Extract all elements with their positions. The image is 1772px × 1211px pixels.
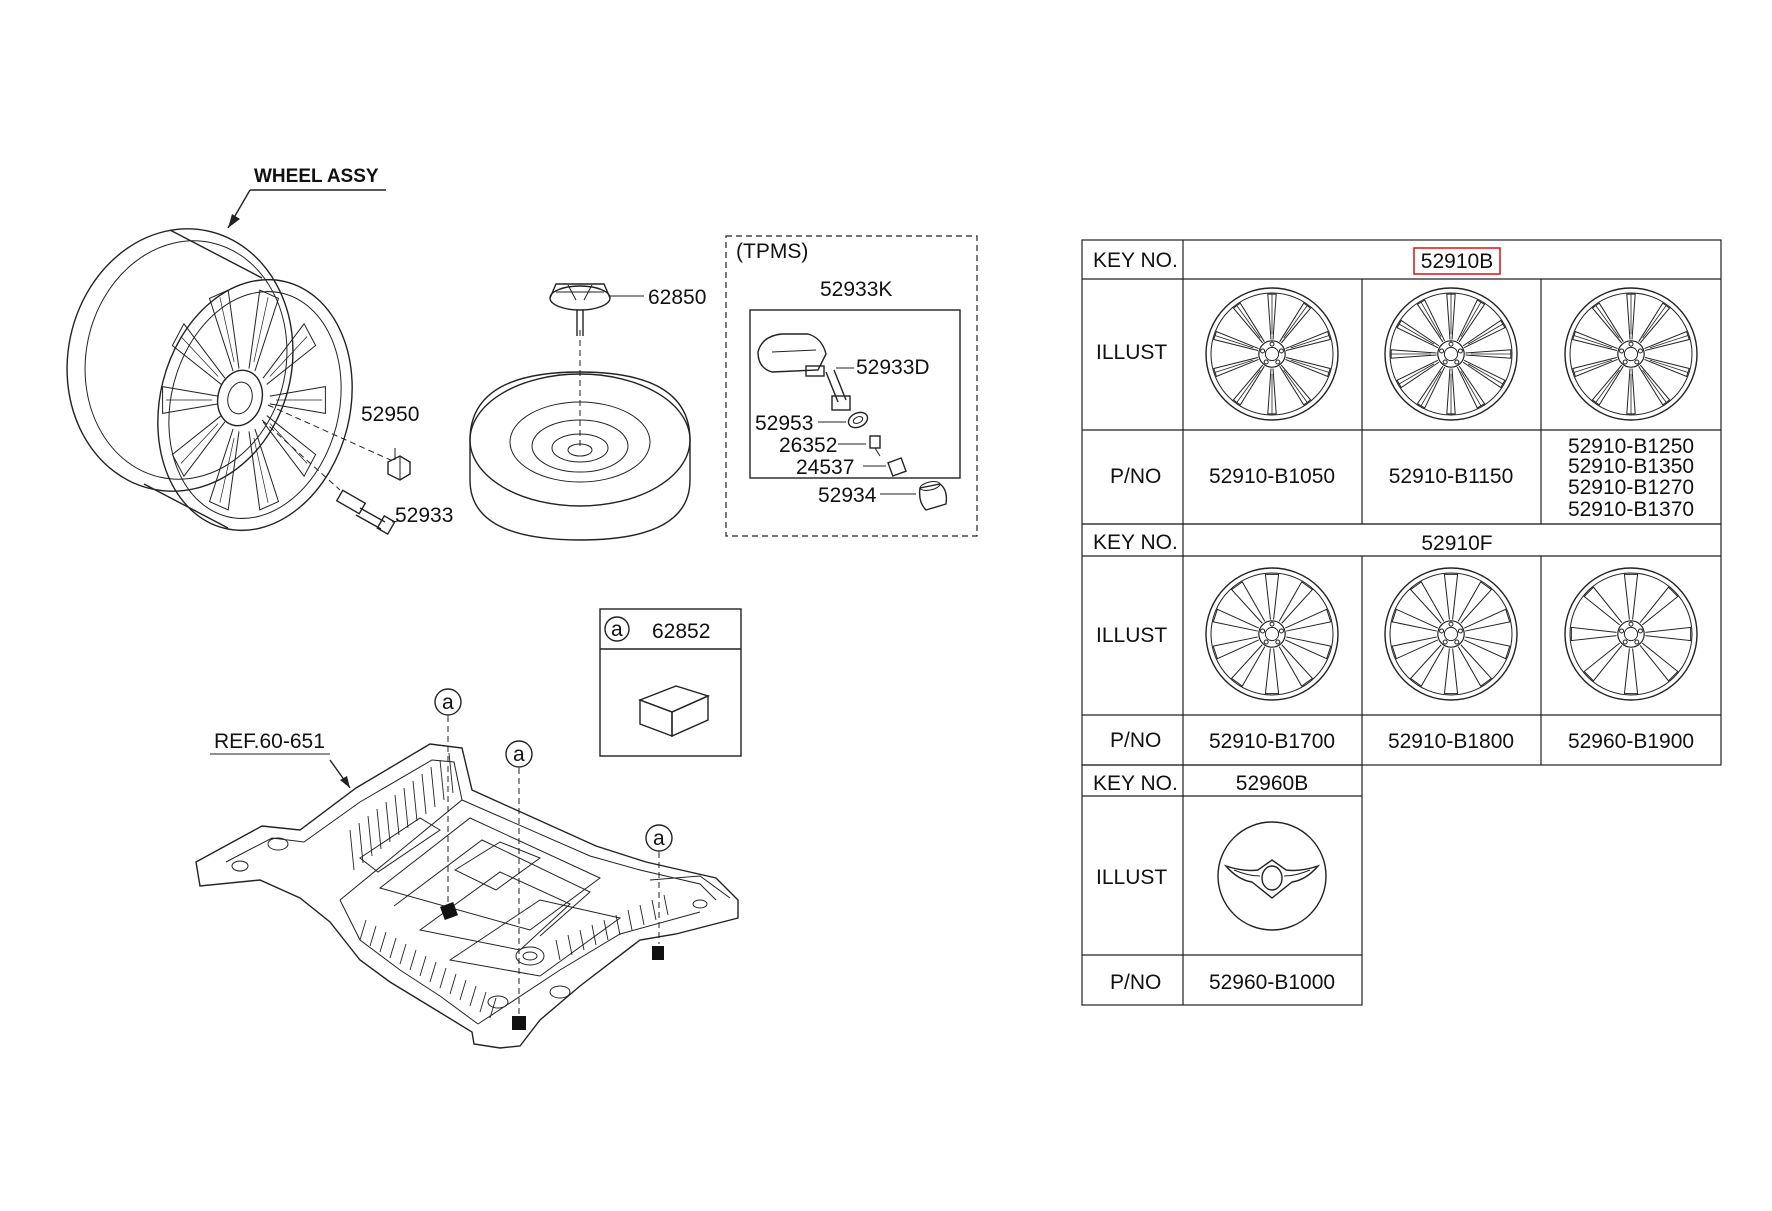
key-no-header-b: KEY NO. <box>1093 249 1178 272</box>
wheel-illust-52910-b1150 <box>1384 287 1518 421</box>
valve-52933: 52933 <box>261 419 453 536</box>
key-52960b: 52960B <box>1236 772 1308 795</box>
part-26352: 26352 <box>779 434 837 457</box>
callout-62852: a 62852 <box>599 608 742 757</box>
lug-nut-52950: 52950 <box>267 403 419 481</box>
floor-callout-2: a <box>513 743 525 766</box>
part-52953: 52953 <box>755 412 813 435</box>
part-52934: 52934 <box>818 484 877 507</box>
key-no-header-f: KEY NO. <box>1093 531 1178 554</box>
illust-header-cap: ILLUST <box>1096 866 1167 889</box>
center-cap-illust <box>1217 821 1327 931</box>
pno-b-3b: 52910-B1350 <box>1568 455 1694 478</box>
pno-cap-1: 52960-B1000 <box>1209 971 1335 994</box>
highlight-box <box>1413 247 1501 275</box>
tpms-group: (TPMS) 52933K 52933D 52953 26352 24537 5… <box>725 235 978 537</box>
key-52910b: 52910B <box>1421 250 1493 273</box>
tpms-title: (TPMS) <box>736 240 808 263</box>
wheel-illust-52960-b1900 <box>1564 567 1698 701</box>
part-62850: 62850 <box>648 286 706 309</box>
key-no-header-cap: KEY NO. <box>1093 772 1178 795</box>
pno-b-1: 52910-B1050 <box>1209 465 1335 488</box>
pno-f-1: 52910-B1700 <box>1209 730 1335 753</box>
ref-label: REF.60-651 <box>214 730 325 753</box>
callout-marker: a <box>611 618 623 641</box>
key-52910f: 52910F <box>1421 532 1492 555</box>
pno-f-2: 52910-B1800 <box>1388 730 1514 753</box>
spare-tire-illustration <box>469 330 691 541</box>
wheel-illust-52910-b1250 <box>1564 287 1698 421</box>
pno-b-3a: 52910-B1250 <box>1568 435 1694 458</box>
pno-b-3c: 52910-B1270 <box>1568 476 1694 499</box>
part-52933: 52933 <box>395 504 453 527</box>
wheel-illust-52910-b1700 <box>1205 567 1339 701</box>
hold-down-bolt-62850: 62850 <box>549 283 706 336</box>
illust-header-f: ILLUST <box>1096 624 1167 647</box>
key-table <box>1081 239 1722 1006</box>
wheel-illust-52910-b1050 <box>1205 287 1339 421</box>
pno-b-2: 52910-B1150 <box>1389 465 1514 488</box>
floor-callout-3: a <box>653 827 665 850</box>
part-62852: 62852 <box>652 620 710 643</box>
part-52950: 52950 <box>361 403 419 426</box>
pno-header-f: P/NO <box>1110 729 1161 752</box>
pno-f-3: 52960-B1900 <box>1568 730 1694 753</box>
pno-header-b: P/NO <box>1110 465 1161 488</box>
part-24537: 24537 <box>796 456 854 479</box>
wheel-assy-illustration: WHEEL ASSY <box>66 166 386 532</box>
wheel-illust-52910-b1800 <box>1384 567 1518 701</box>
wheel-assy-label: WHEEL ASSY <box>254 166 379 187</box>
pno-header-cap: P/NO <box>1110 971 1161 994</box>
floor-pan-illustration: REF.60-651 a a <box>195 688 739 1049</box>
floor-callout-1: a <box>442 691 454 714</box>
illust-header-b: ILLUST <box>1096 341 1167 364</box>
pno-b-3d: 52910-B1370 <box>1568 498 1694 521</box>
part-52933k: 52933K <box>820 278 892 301</box>
part-52933d: 52933D <box>856 356 930 379</box>
